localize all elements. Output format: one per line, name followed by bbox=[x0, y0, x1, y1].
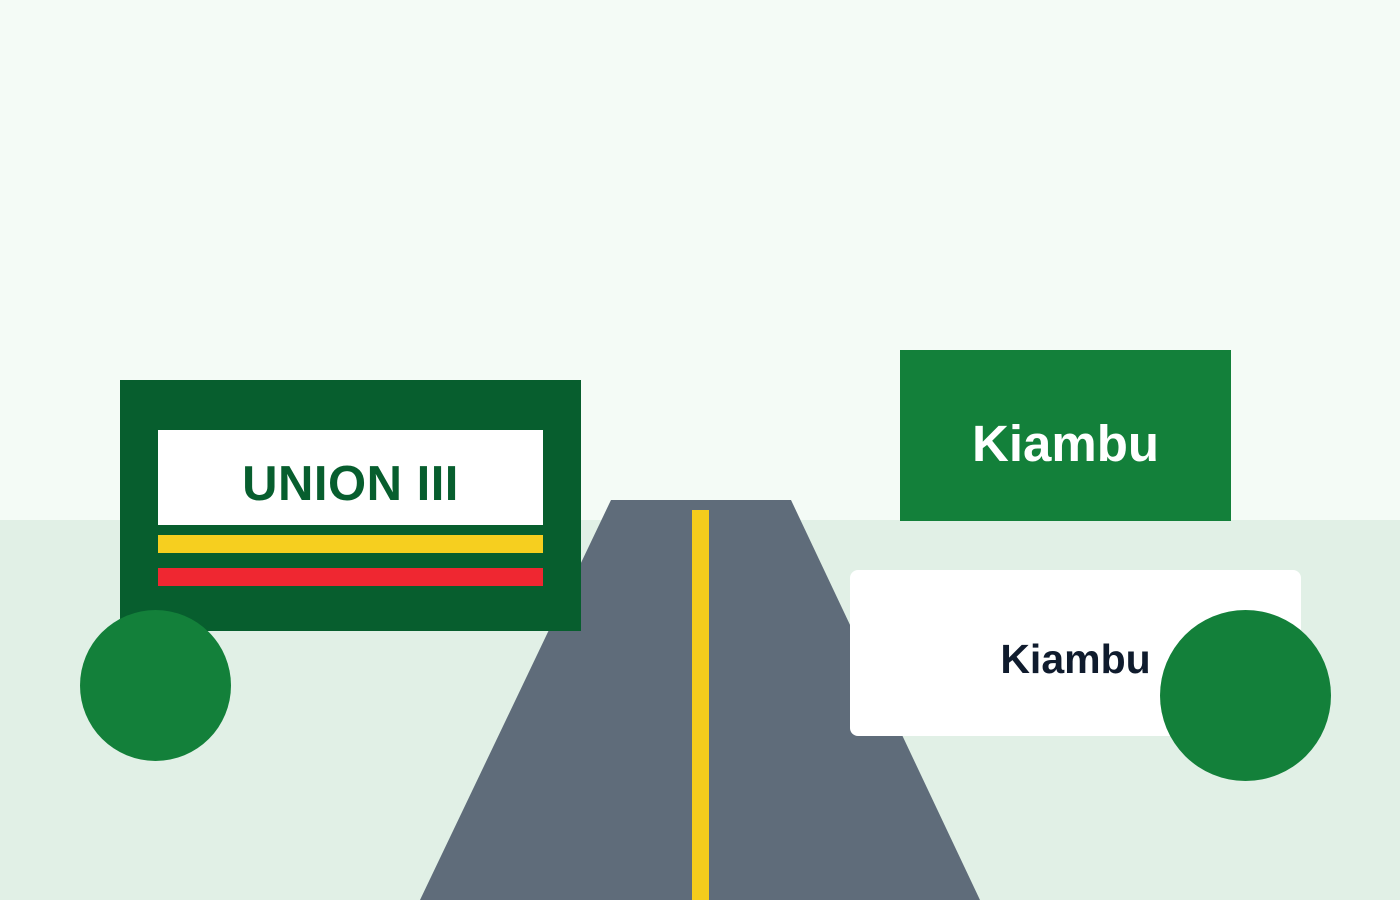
billboard-stripe-yellow bbox=[158, 535, 543, 553]
place-sign-bottom-text: Kiambu bbox=[1000, 635, 1151, 682]
billboard-panel: UNION III bbox=[158, 430, 543, 525]
billboard-stripe-red bbox=[158, 568, 543, 586]
bush-left bbox=[80, 610, 231, 761]
road-center-line bbox=[692, 510, 709, 900]
billboard-text: UNION III bbox=[242, 456, 459, 511]
billboard-union: UNION III bbox=[120, 380, 581, 631]
place-sign-top: Kiambu bbox=[900, 350, 1231, 521]
bush-right bbox=[1160, 610, 1331, 781]
place-sign-top-text: Kiambu bbox=[971, 415, 1160, 472]
